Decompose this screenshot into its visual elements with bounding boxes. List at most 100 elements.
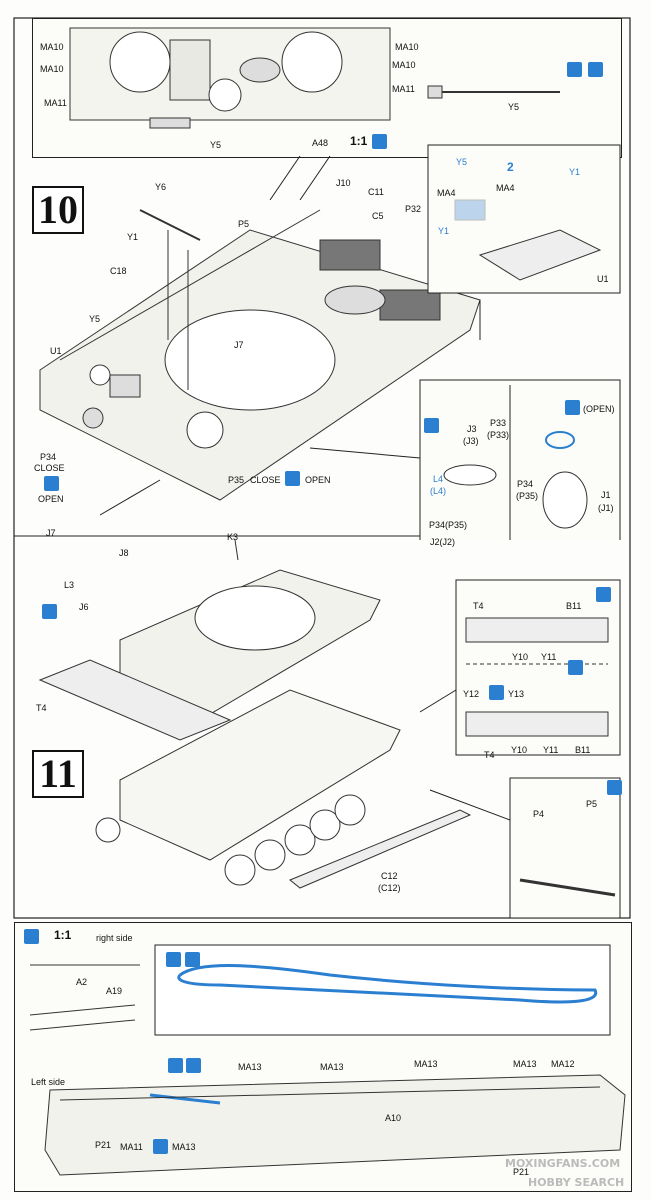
bottom-label-a19: A19 — [106, 986, 123, 996]
toggle-icon — [568, 660, 583, 675]
bottom-label-a2: A2 — [76, 977, 88, 987]
p34-label-j3-alt: (J3) — [463, 436, 479, 446]
s10-label-close: CLOSE — [34, 463, 65, 473]
arrow-up-icon — [186, 1058, 201, 1073]
s10-label-c5: C5 — [372, 211, 384, 221]
bottom-label-ma13-a: MA13 — [238, 1062, 262, 1072]
bottom-label-ma11: MA11 — [120, 1142, 143, 1152]
bottom-label-p21-b: P21 — [513, 1167, 530, 1177]
p34-label-p34: P34 — [517, 479, 534, 489]
s10-label-p34: P34 — [40, 452, 57, 462]
bottom-label-ma13-b: MA13 — [320, 1062, 344, 1072]
t4-label-y10: Y10 — [512, 652, 529, 662]
top-label-ma10-d: MA10 — [392, 60, 416, 70]
s11-label-t4: T4 — [36, 703, 47, 713]
j-label-j8: J8 — [119, 548, 129, 558]
watermark-shop: HOBBY SEARCH — [528, 1176, 625, 1189]
p34-label-l4-alt: (L4) — [430, 486, 447, 496]
u1-label-y5: Y5 — [456, 157, 468, 167]
bottom-label-ma12: MA12 — [551, 1059, 575, 1069]
toggle-icon — [285, 471, 300, 486]
s10-label-c18: C18 — [110, 266, 127, 276]
s10-label-j7: J7 — [234, 340, 244, 350]
toggle-icon — [153, 1139, 168, 1154]
t4-label-b11-b: B11 — [575, 745, 591, 755]
s10-label-u1: U1 — [50, 346, 62, 356]
glue-icon — [372, 134, 387, 149]
s10-label-p5: P5 — [238, 219, 250, 229]
u1-label-ma4-a: MA4 — [437, 188, 456, 198]
t4-label-t4-b: T4 — [484, 750, 495, 760]
s10-label-y5: Y5 — [89, 314, 101, 324]
t4-label-y10-b: Y10 — [511, 745, 528, 755]
p34-label-l4: L4 — [433, 474, 444, 484]
p34-label-p33-alt: (P33) — [487, 430, 510, 440]
t4-label-y11: Y11 — [541, 652, 557, 662]
toggle-icon — [168, 1058, 183, 1073]
glue-icon — [607, 780, 622, 795]
j-label-j7: J7 — [46, 528, 56, 538]
s10-label-close-2: CLOSE — [250, 475, 281, 485]
toggle-icon — [489, 685, 504, 700]
top-label-y5-b: Y5 — [508, 102, 520, 112]
s10-label-y6: Y6 — [155, 182, 167, 192]
u1-count: 2 — [507, 160, 514, 174]
p34-label-p33: P33 — [490, 418, 507, 428]
glue-icon — [424, 418, 439, 433]
s11-label-c12: C12 — [381, 871, 398, 881]
watermark-site: MOXINGFANS.COM — [505, 1157, 621, 1170]
s10-label-j10: J10 — [336, 178, 351, 188]
toggle-icon — [565, 400, 580, 415]
s11-label-k3: K3 — [227, 532, 239, 542]
s10-label-p35: P35 — [228, 475, 245, 485]
s10-label-open-2: OPEN — [305, 475, 331, 485]
paint-icon — [185, 952, 200, 967]
t4-label-y13: Y13 — [508, 689, 525, 699]
top-label-ma10-a: MA10 — [40, 42, 64, 52]
glue-icon — [567, 62, 582, 77]
top-label-ma10-c: MA10 — [395, 42, 419, 52]
p34-label-j1-alt: (J1) — [598, 503, 614, 513]
bottom-label-a10: A10 — [385, 1113, 402, 1123]
p34-label-p34p35: P34(P35) — [429, 520, 468, 530]
p34-label-j3: J3 — [467, 424, 477, 434]
s10-label-c11: C11 — [368, 187, 384, 197]
p34-label-open: (OPEN) — [583, 404, 615, 414]
top-scale: 1:1 — [350, 134, 368, 148]
s11-label-c12-alt: (C12) — [378, 883, 401, 893]
step-number-11: 11 — [32, 750, 84, 798]
p34-label-j2: J2(J2) — [430, 537, 456, 547]
s10-label-y1: Y1 — [127, 232, 139, 242]
t4-label-b11: B11 — [566, 601, 582, 611]
top-label-ma11-a: MA11 — [44, 98, 67, 108]
bottom-label-ma13-e: MA13 — [172, 1142, 196, 1152]
paint-icon — [588, 62, 603, 77]
j-label-j6: J6 — [79, 602, 89, 612]
t4-label-t4: T4 — [473, 601, 484, 611]
bottom-label-p21-a: P21 — [95, 1140, 112, 1150]
p34-label-j1: J1 — [601, 490, 611, 500]
top-label-a48: A48 — [312, 138, 329, 148]
u1-label-u1: U1 — [597, 274, 609, 284]
s10-label-open: OPEN — [38, 494, 64, 504]
bottom-label-right-side: right side — [96, 933, 133, 943]
u1-label-y1-b: Y1 — [569, 167, 581, 177]
glue-icon — [24, 929, 39, 944]
glue-icon — [166, 952, 181, 967]
p4-label-p5: P5 — [586, 799, 598, 809]
s10-label-p32: P32 — [405, 204, 422, 214]
u1-label-ma4-b: MA4 — [496, 183, 515, 193]
t4-label-y11-b: Y11 — [543, 745, 559, 755]
step10-hull-drawing — [39, 144, 621, 540]
p34-label-p35: (P35) — [516, 491, 539, 501]
bottom-label-ma13-d: MA13 — [513, 1059, 537, 1069]
toggle-icon — [44, 476, 59, 491]
step11-drawing — [38, 539, 621, 919]
p4-label-p4: P4 — [533, 809, 545, 819]
top-label-ma11-b: MA11 — [392, 84, 415, 94]
glue-icon — [596, 587, 611, 602]
u1-label-y1-a: Y1 — [438, 226, 450, 236]
glue-icon — [42, 604, 57, 619]
